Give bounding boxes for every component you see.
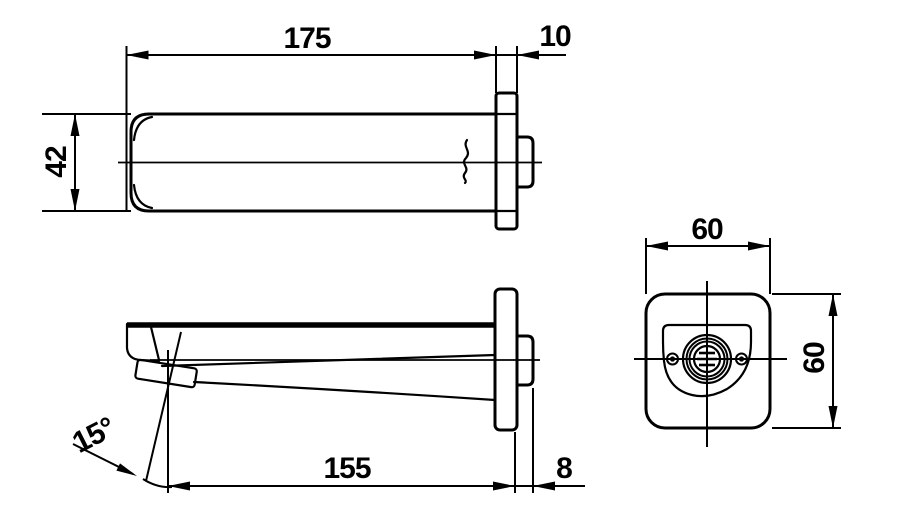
front-view: 60 60 — [634, 213, 841, 447]
arrow-down — [828, 406, 838, 428]
spout-inner-rim-top — [132, 115, 154, 142]
dimension-text-155: 155 — [323, 452, 370, 485]
arrow-right — [493, 481, 515, 491]
spout-front-profile — [661, 323, 753, 398]
dimension-15deg: 15° — [67, 331, 182, 493]
arrow-left — [168, 481, 190, 491]
dimension-text-42: 42 — [40, 146, 73, 178]
dimension-60-height: 60 — [772, 293, 841, 429]
arrow-up — [828, 294, 838, 316]
arrow-right — [748, 241, 770, 251]
arrow-up — [70, 114, 80, 136]
outlet-housing — [134, 358, 198, 389]
top-view: 175 10 42 — [40, 20, 572, 231]
dimension-text-10: 10 — [539, 20, 571, 53]
wall-plate-top-view — [494, 91, 519, 231]
dimension-8: 8 — [515, 452, 585, 491]
side-view: 15° 155 8 — [67, 287, 585, 493]
arrow-right — [474, 50, 496, 60]
leader-arrow — [116, 463, 137, 476]
dimension-10: 10 — [495, 20, 572, 93]
supply-pipe-side-view — [515, 334, 535, 387]
outlet-rect — [134, 358, 198, 389]
spout-inner-rim-bottom — [132, 183, 154, 210]
flow-mark-squiggle — [462, 138, 470, 185]
dimension-175: 175 — [125, 22, 496, 211]
angle-arc — [142, 478, 173, 489]
arrow-left — [646, 241, 668, 251]
tip-inner-edge — [149, 325, 161, 362]
dimension-text-60-height: 60 — [798, 342, 831, 374]
underside-silhouette — [192, 380, 497, 402]
dimension-text-8: 8 — [556, 452, 572, 485]
arrow-left-pointing — [517, 50, 539, 60]
dimension-60-width: 60 — [645, 213, 771, 294]
dimension-155: 155 — [168, 388, 534, 493]
arrow-down — [70, 189, 80, 211]
angle-reference-line — [145, 331, 182, 482]
arrow-left — [126, 50, 149, 60]
dimension-text-175: 175 — [283, 22, 330, 55]
dimension-text-60-width: 60 — [691, 213, 723, 246]
wall-plate-side-view — [493, 287, 519, 432]
dimension-text-15deg: 15° — [67, 411, 120, 460]
dimension-42: 42 — [40, 113, 131, 212]
arrow-left-pointing — [533, 481, 555, 491]
supply-pipe-top-view — [515, 135, 535, 189]
